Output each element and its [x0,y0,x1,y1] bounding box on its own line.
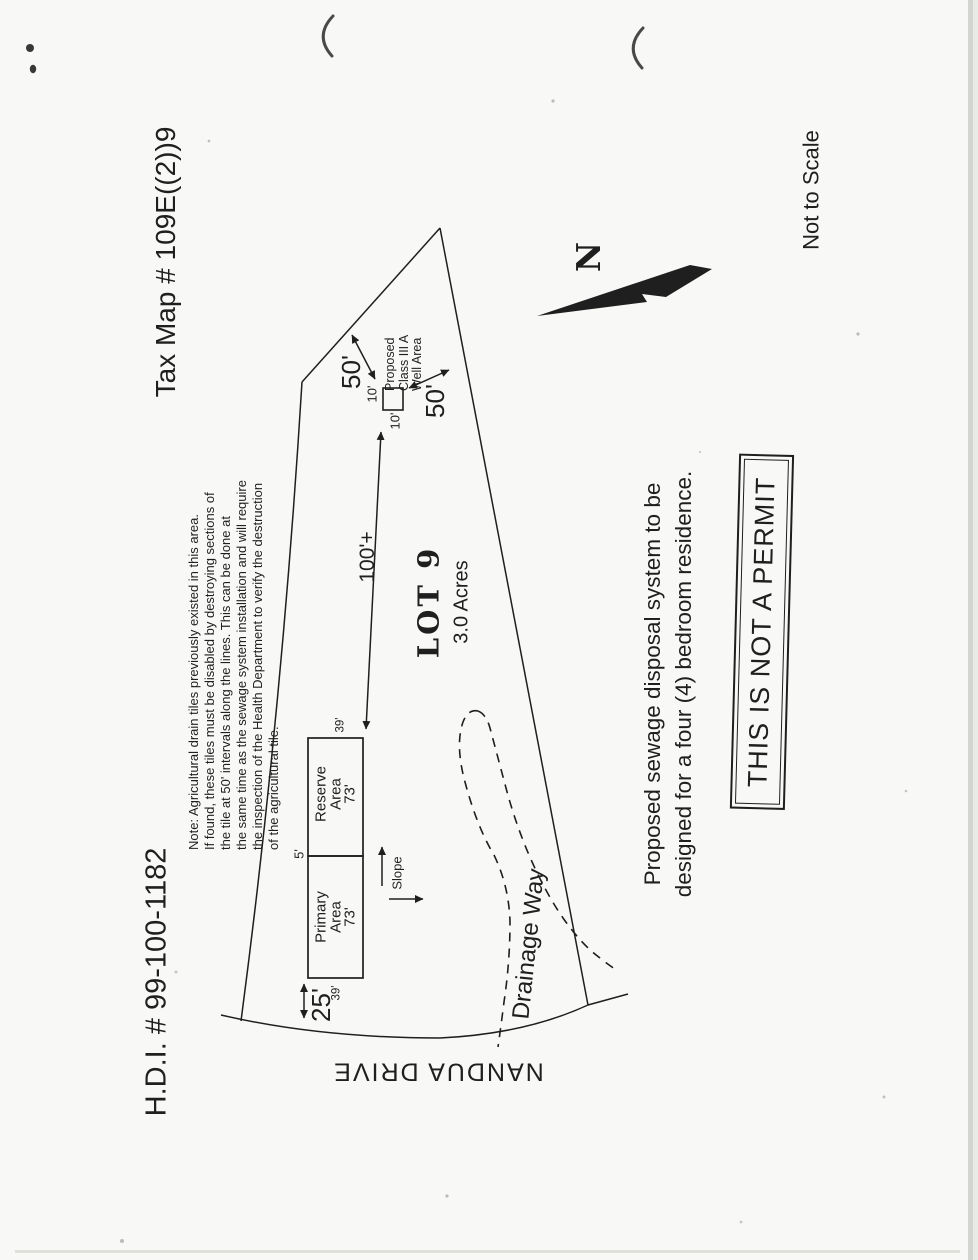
lot-number-label: LOT 9 [411,545,446,659]
stamp-outer-border: THIS IS NOT A PERMIT [729,454,795,810]
well-area-label: Proposed Class III A Well Area [382,311,425,391]
drainage-way-dashed-line-east [477,710,619,972]
scan-speck [445,1194,449,1198]
lot-acreage-label: 3.0 Acres [450,560,473,644]
note-line: the tile at 50' intervals along the line… [218,516,233,850]
scan-speck [698,450,702,454]
dim-label-100-plus: 100'+ [355,531,379,583]
scan-speck [29,64,37,74]
note-line: the inspection of the Health Department … [250,482,265,850]
lot-boundary-east-line [439,227,589,1006]
scan-speck [551,99,555,103]
sewage-statement-line: Proposed sewage disposal system to be [640,482,665,886]
not-to-scale-label: Not to Scale [798,130,824,250]
hdi-number: H.D.I. # 99-100-1182 [140,847,173,1117]
tax-map-number: Tax Map # 109E((2))9 [149,126,181,398]
road-edge-line [220,993,629,1039]
note-line: If found, these tiles must be disabled b… [202,492,217,850]
lot-boundary-west-line [240,381,303,1022]
dim-arrow-well-to-line-se [408,369,450,389]
note-line: of the agricultural tile. [266,726,281,850]
scan-speck [856,332,860,336]
scan-speck [26,44,34,52]
sewage-statement-line: designed for a four (4) bedroom residenc… [671,470,696,898]
well-area-label-line: Proposed [382,337,397,391]
note-line: the same time as the sewage system insta… [234,480,249,850]
compass-n-label: N [569,241,609,273]
north-arrow [537,265,712,316]
sewage-statement: Proposed sewage disposal system to be de… [637,454,699,914]
scan-speck [904,789,908,793]
primary-area-box [307,855,364,979]
not-a-permit-stamp: THIS IS NOT A PERMIT [729,454,795,810]
stamp-text: THIS IS NOT A PERMIT [734,459,790,805]
scan-speck [882,1095,886,1099]
dim-label-25-setback: 25' [306,988,337,1022]
dim-label-50-se: 50' [420,384,451,418]
primary-area-label: Primary Area 73' [312,872,359,962]
dim-label-39-top: 39' [334,717,347,733]
scan-speck [120,1239,124,1243]
reserve-area-line: 73' [341,784,359,804]
note-line: Note: Agricultural drain tiles previousl… [186,514,201,850]
lot-label-block: LOT 9 3.0 Acres [411,517,473,687]
dim-label-50-ne: 50' [336,355,367,389]
dim-arrow-well-to-line-ne [351,334,376,380]
dim-label-10-west: 10' [364,385,380,403]
primary-area-line: 73' [341,907,359,927]
scan-speck [207,139,211,143]
well-area-label-line: Well Area [409,337,424,391]
agricultural-tile-note: Note: Agricultural drain tiles previousl… [186,478,282,850]
dim-arrow-well-to-drainfield [362,431,385,730]
scan-speck [174,970,178,974]
road-name-label: NANDUA DRIVE [332,1057,544,1086]
scan-crescent-artifact-right [631,26,645,70]
lot-boundary-north-line [301,227,441,383]
drainage-way-dashed-line-west [458,709,511,1048]
well-area-square [382,387,404,411]
scan-edge-shadow-right-soft [973,0,978,1260]
scan-crescent-artifact-left [321,14,335,58]
scan-edge-shadow-bottom [15,1250,960,1253]
dim-label-10-south: 10' [387,412,403,430]
scan-edge-shadow-right [968,0,973,1260]
reserve-area-label: Reserve Area 73' [312,749,359,839]
scan-speck [739,1220,743,1224]
dim-label-5-gap: 5' [291,849,307,859]
slope-label: Slope [389,856,405,890]
well-area-label-line: Class III A [396,334,411,391]
